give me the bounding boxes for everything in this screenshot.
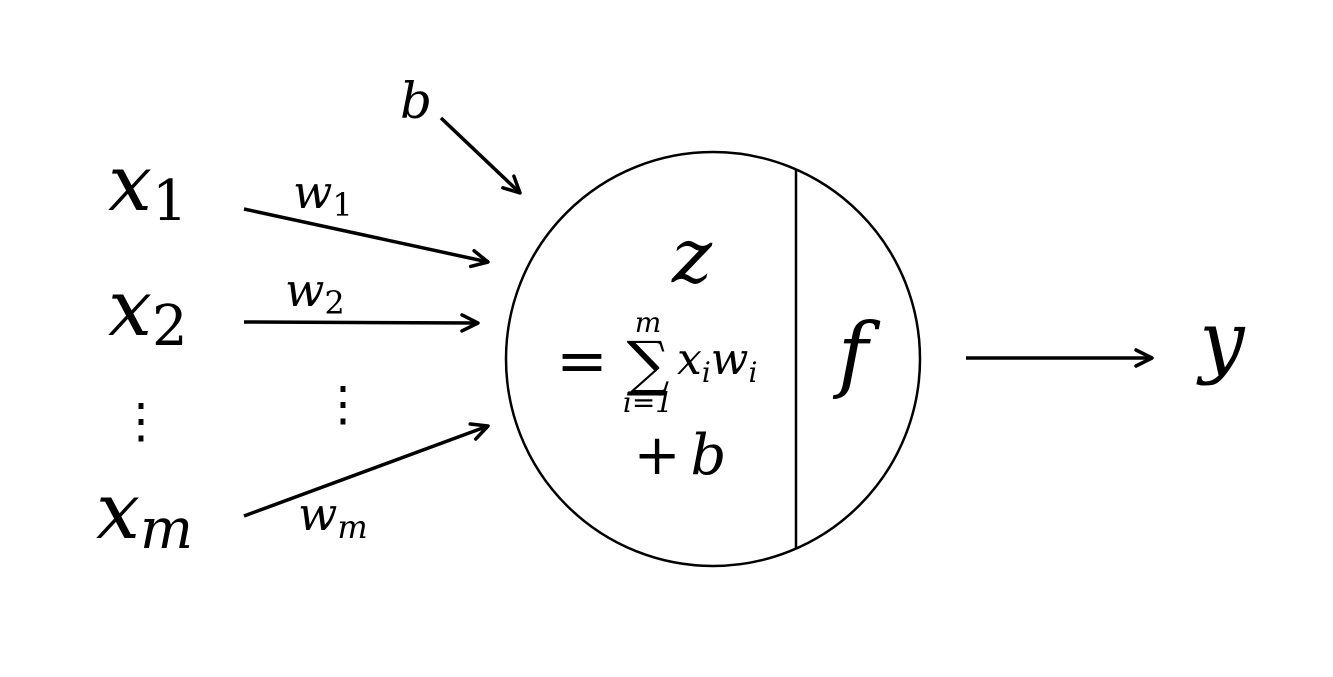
inputs-ellipsis: ⋮ [117,393,165,449]
arrow-x2 [243,313,480,333]
weight-w1-label: w1 [293,165,353,224]
sum-term: xiwi [677,334,757,389]
input-x1-label: x1 [108,139,188,234]
bias-label: b [400,72,432,130]
arrow-x1 [243,207,490,269]
arrow-xm [243,422,490,518]
input-xm-label: xm [96,467,193,562]
weight-wm-label: wm [298,487,368,546]
neuron-circle [504,150,922,568]
weight-w2-label: w2 [285,263,345,322]
sum-lower-limit: i=1 [623,386,673,419]
sum-symbol: ∑ [627,329,670,399]
neuron-z-symbol: z [671,211,713,300]
neuron-equals: = [556,324,608,397]
arrow-bias [439,116,522,195]
activation-f-symbol: f [832,307,881,402]
plus-bias: +b [634,423,727,488]
output-y-label: y [1196,294,1246,387]
weights-ellipsis: ⋮ [319,376,367,432]
input-x2-label: x2 [108,264,188,359]
sum-upper-limit: m [635,306,662,339]
